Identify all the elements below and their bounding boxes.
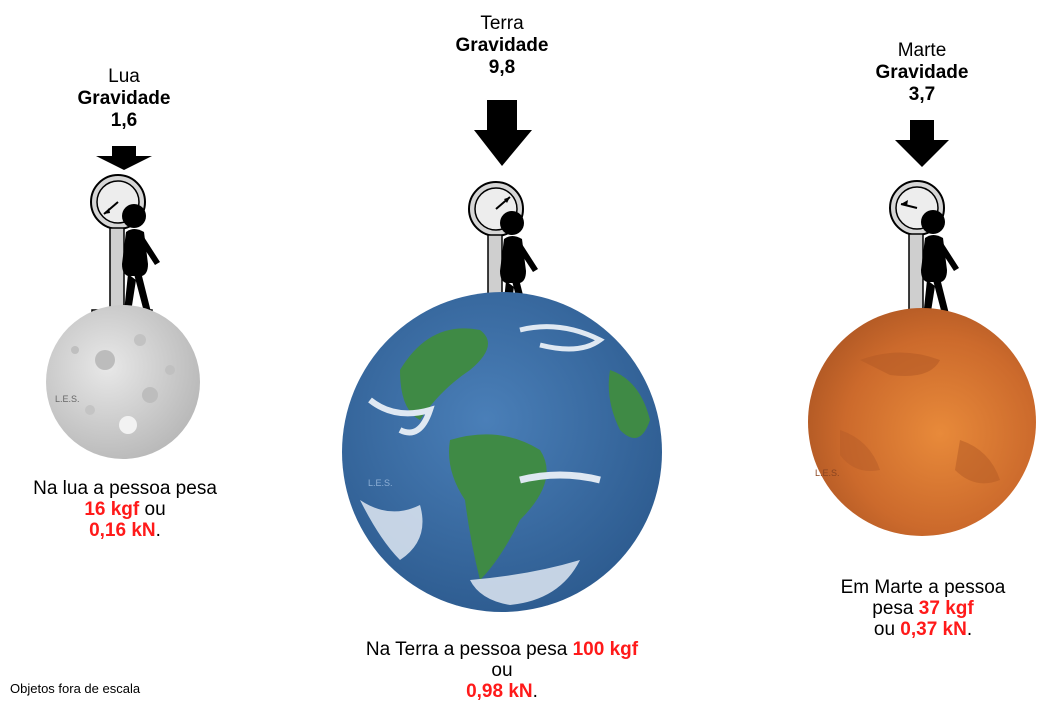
earth-name: Terra: [480, 13, 524, 34]
moon-caption-line2: 16 kgf ou: [0, 499, 250, 520]
moon-figure: [90, 174, 161, 326]
moon-header: Lua Gravidade 1,6: [44, 66, 204, 132]
moon-gravity-value: 1,6: [110, 110, 138, 131]
moon-caption-line3: 0,16 kN.: [0, 520, 250, 541]
mars-arrow: [895, 120, 949, 167]
earth-caption-line3: 0,98 kN.: [312, 681, 692, 702]
mars-figure: [889, 180, 960, 332]
earth-caption: Na Terra a pessoa pesa 100 kgf ou 0,98 k…: [312, 639, 692, 702]
mars-caption-line1: Em Marte a pessoa: [840, 577, 1006, 598]
moon-conj: ou: [139, 499, 166, 520]
earth-weight-kn: 0,98 kN: [466, 681, 533, 702]
earth-weight-kgf: 100 kgf: [572, 639, 639, 660]
moon-caption: Na lua a pessoa pesa 16 kgf ou 0,16 kN.: [0, 478, 250, 541]
earth-conj: ou: [491, 660, 513, 681]
moon-planet: [46, 305, 200, 459]
moon-weight-kgf: 16 kgf: [84, 499, 140, 520]
mars-weight-kn: 0,37 kN: [900, 619, 967, 640]
mars-watermark: L.E.S.: [815, 468, 840, 478]
moon-gravity-label: Gravidade: [77, 88, 171, 109]
earth-figure: [468, 181, 539, 333]
mars-gravity-label: Gravidade: [875, 62, 969, 83]
earth-planet: [342, 292, 662, 612]
mars-end: .: [966, 619, 973, 640]
mars-conj: ou: [873, 619, 901, 640]
earth-caption-pre: Na Terra a pessoa pesa: [365, 639, 573, 660]
earth-gravity-label: Gravidade: [455, 35, 549, 56]
earth-arrow: [474, 100, 532, 166]
mars-weight-kgf: 37 kgf: [918, 598, 974, 619]
mars-caption-line2: pesa 37 kgf: [808, 598, 1038, 619]
earth-watermark: L.E.S.: [368, 478, 393, 488]
moon-arrow: [96, 146, 152, 170]
mars-caption-line3: ou 0,37 kN.: [808, 619, 1038, 640]
mars-gravity-value: 3,7: [908, 84, 936, 105]
mars-caption: Em Marte a pessoa pesa 37 kgf ou 0,37 kN…: [808, 577, 1038, 640]
mars-planet: [808, 308, 1036, 536]
mars-name: Marte: [897, 40, 947, 61]
moon-watermark: L.E.S.: [55, 394, 80, 404]
moon-end: .: [155, 520, 161, 541]
moon-weight-kn: 0,16 kN: [89, 520, 156, 541]
moon-name: Lua: [108, 66, 140, 87]
earth-header: Terra Gravidade 9,8: [422, 13, 582, 79]
earth-end: .: [532, 681, 538, 702]
footnote: Objetos fora de escala: [10, 681, 141, 696]
moon-caption-line1: Na lua a pessoa pesa: [33, 478, 217, 499]
mars-caption-pre2: pesa: [872, 598, 919, 619]
earth-gravity-value: 9,8: [488, 57, 516, 78]
earth-caption-line1: Na Terra a pessoa pesa 100 kgf: [312, 639, 692, 660]
mars-header: Marte Gravidade 3,7: [842, 40, 1002, 106]
